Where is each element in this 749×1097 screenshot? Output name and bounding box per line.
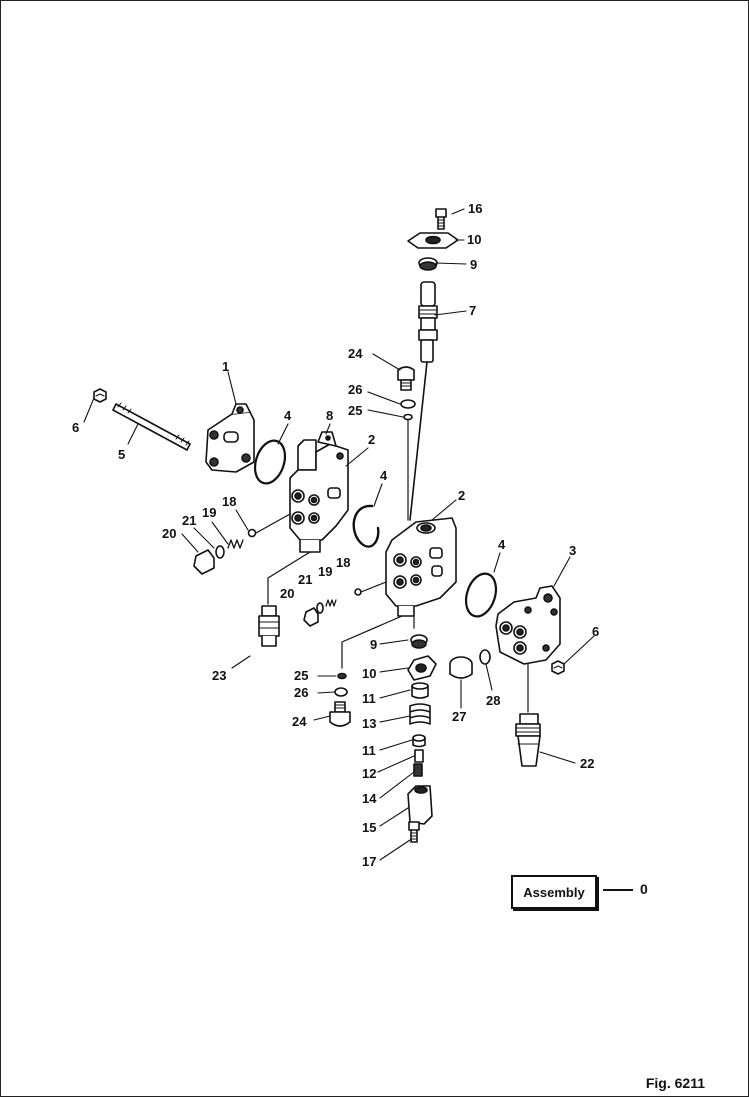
callout-21-left: 21 xyxy=(182,513,196,528)
seat-11-upper-part xyxy=(411,682,429,699)
bolt-12-part xyxy=(414,749,424,763)
o-ring-21-center-part xyxy=(316,602,324,614)
spring-19-left-part xyxy=(227,539,244,549)
seal-9-top-part xyxy=(418,257,438,271)
relief-valve-22-part xyxy=(515,713,541,767)
seat-11-lower-part xyxy=(412,734,426,748)
callout-6-left: 6 xyxy=(72,420,79,435)
flange-10-top-part xyxy=(407,232,459,249)
callout-12: 12 xyxy=(362,766,376,781)
relief-valve-23-part xyxy=(258,605,280,647)
o-ring-26-top-part xyxy=(400,399,416,409)
ball-18-left-part xyxy=(247,528,257,538)
plug-24-lower-part xyxy=(329,701,351,727)
leader-lines xyxy=(83,208,595,861)
spring-19-center-part xyxy=(325,599,337,607)
callout-5: 5 xyxy=(118,447,125,462)
o-ring-21-left-part xyxy=(215,545,225,559)
callout-27: 27 xyxy=(452,709,466,724)
seal-9-lower-part xyxy=(410,634,428,649)
plug-24-top-part xyxy=(397,366,415,391)
callout-25-lower: 25 xyxy=(294,668,308,683)
end-cover-3-part xyxy=(495,585,561,665)
plug-27-part xyxy=(449,656,473,679)
assembly-box: Assembly xyxy=(511,875,597,909)
callout-18-left: 18 xyxy=(222,494,236,509)
callout-24-lower: 24 xyxy=(292,714,307,729)
callout-19-center: 19 xyxy=(318,564,332,579)
callout-2-left: 2 xyxy=(368,432,375,447)
callout-23: 23 xyxy=(212,668,226,683)
o-ring-4-right-part xyxy=(464,572,498,618)
o-ring-25-lower-part xyxy=(337,672,347,680)
o-ring-4-middle-part xyxy=(352,504,380,548)
assembly-number: 0 xyxy=(640,881,648,897)
callout-24-top: 24 xyxy=(348,346,363,361)
o-ring-26-lower-part xyxy=(334,687,348,697)
o-ring-4-left-part xyxy=(253,439,287,485)
callout-19-left: 19 xyxy=(202,505,216,520)
plug-20-left-part xyxy=(193,549,215,575)
callout-4-left: 4 xyxy=(284,408,292,423)
cap-15-part xyxy=(407,785,433,825)
valve-section-2-left-part xyxy=(289,431,349,553)
callout-15: 15 xyxy=(362,820,376,835)
callout-6-right: 6 xyxy=(592,624,599,639)
figure-label: Fig. 6211 xyxy=(645,1075,705,1091)
spool-7-part xyxy=(409,281,438,521)
callout-16: 16 xyxy=(468,201,482,216)
callout-21-center: 21 xyxy=(298,572,312,587)
callout-28: 28 xyxy=(486,693,500,708)
o-ring-25-top-part xyxy=(403,413,413,421)
callout-13: 13 xyxy=(362,716,376,731)
valve-section-2-center-part xyxy=(385,517,457,617)
callout-10-lower: 10 xyxy=(362,666,376,681)
assembly-leader-line xyxy=(603,889,633,891)
callout-3: 3 xyxy=(569,543,576,558)
callout-11-lower: 11 xyxy=(362,743,376,758)
callout-25-top: 25 xyxy=(348,403,362,418)
spring-13-part xyxy=(409,703,431,725)
callout-4-middle: 4 xyxy=(380,468,388,483)
bolt-16-part xyxy=(435,208,447,230)
assembly-label: Assembly xyxy=(523,884,585,900)
o-ring-28-part xyxy=(479,649,491,665)
callout-2-center: 2 xyxy=(458,488,465,503)
callout-8: 8 xyxy=(326,408,333,423)
callout-4-right: 4 xyxy=(498,537,506,552)
callout-labels: 16 10 9 7 24 26 25 1 6 5 4 8 2 4 2 18 19… xyxy=(72,201,599,869)
screw-14-part xyxy=(413,763,423,777)
end-cover-1-part xyxy=(205,403,255,473)
nut-6-right-part xyxy=(551,660,565,675)
tie-rod-5-part xyxy=(112,402,191,451)
callout-20-left: 20 xyxy=(162,526,176,541)
ball-18-center-part xyxy=(354,588,362,596)
callout-10-top: 10 xyxy=(467,232,481,247)
bolt-17-part xyxy=(408,821,420,843)
callout-20-center: 20 xyxy=(280,586,294,601)
nut-6-left-part xyxy=(93,388,107,403)
callout-18-center: 18 xyxy=(336,555,350,570)
callout-26-lower: 26 xyxy=(294,685,308,700)
callout-22: 22 xyxy=(580,756,594,771)
callout-14: 14 xyxy=(362,791,377,806)
callout-7: 7 xyxy=(469,303,476,318)
callout-9-lower: 9 xyxy=(370,637,377,652)
callout-26-top: 26 xyxy=(348,382,362,397)
callout-9-top: 9 xyxy=(470,257,477,272)
callout-11-upper: 11 xyxy=(362,691,376,706)
plug-20-center-part xyxy=(303,607,319,627)
callout-17: 17 xyxy=(362,854,376,869)
callout-1: 1 xyxy=(222,359,229,374)
flange-10-lower-part xyxy=(407,655,437,681)
